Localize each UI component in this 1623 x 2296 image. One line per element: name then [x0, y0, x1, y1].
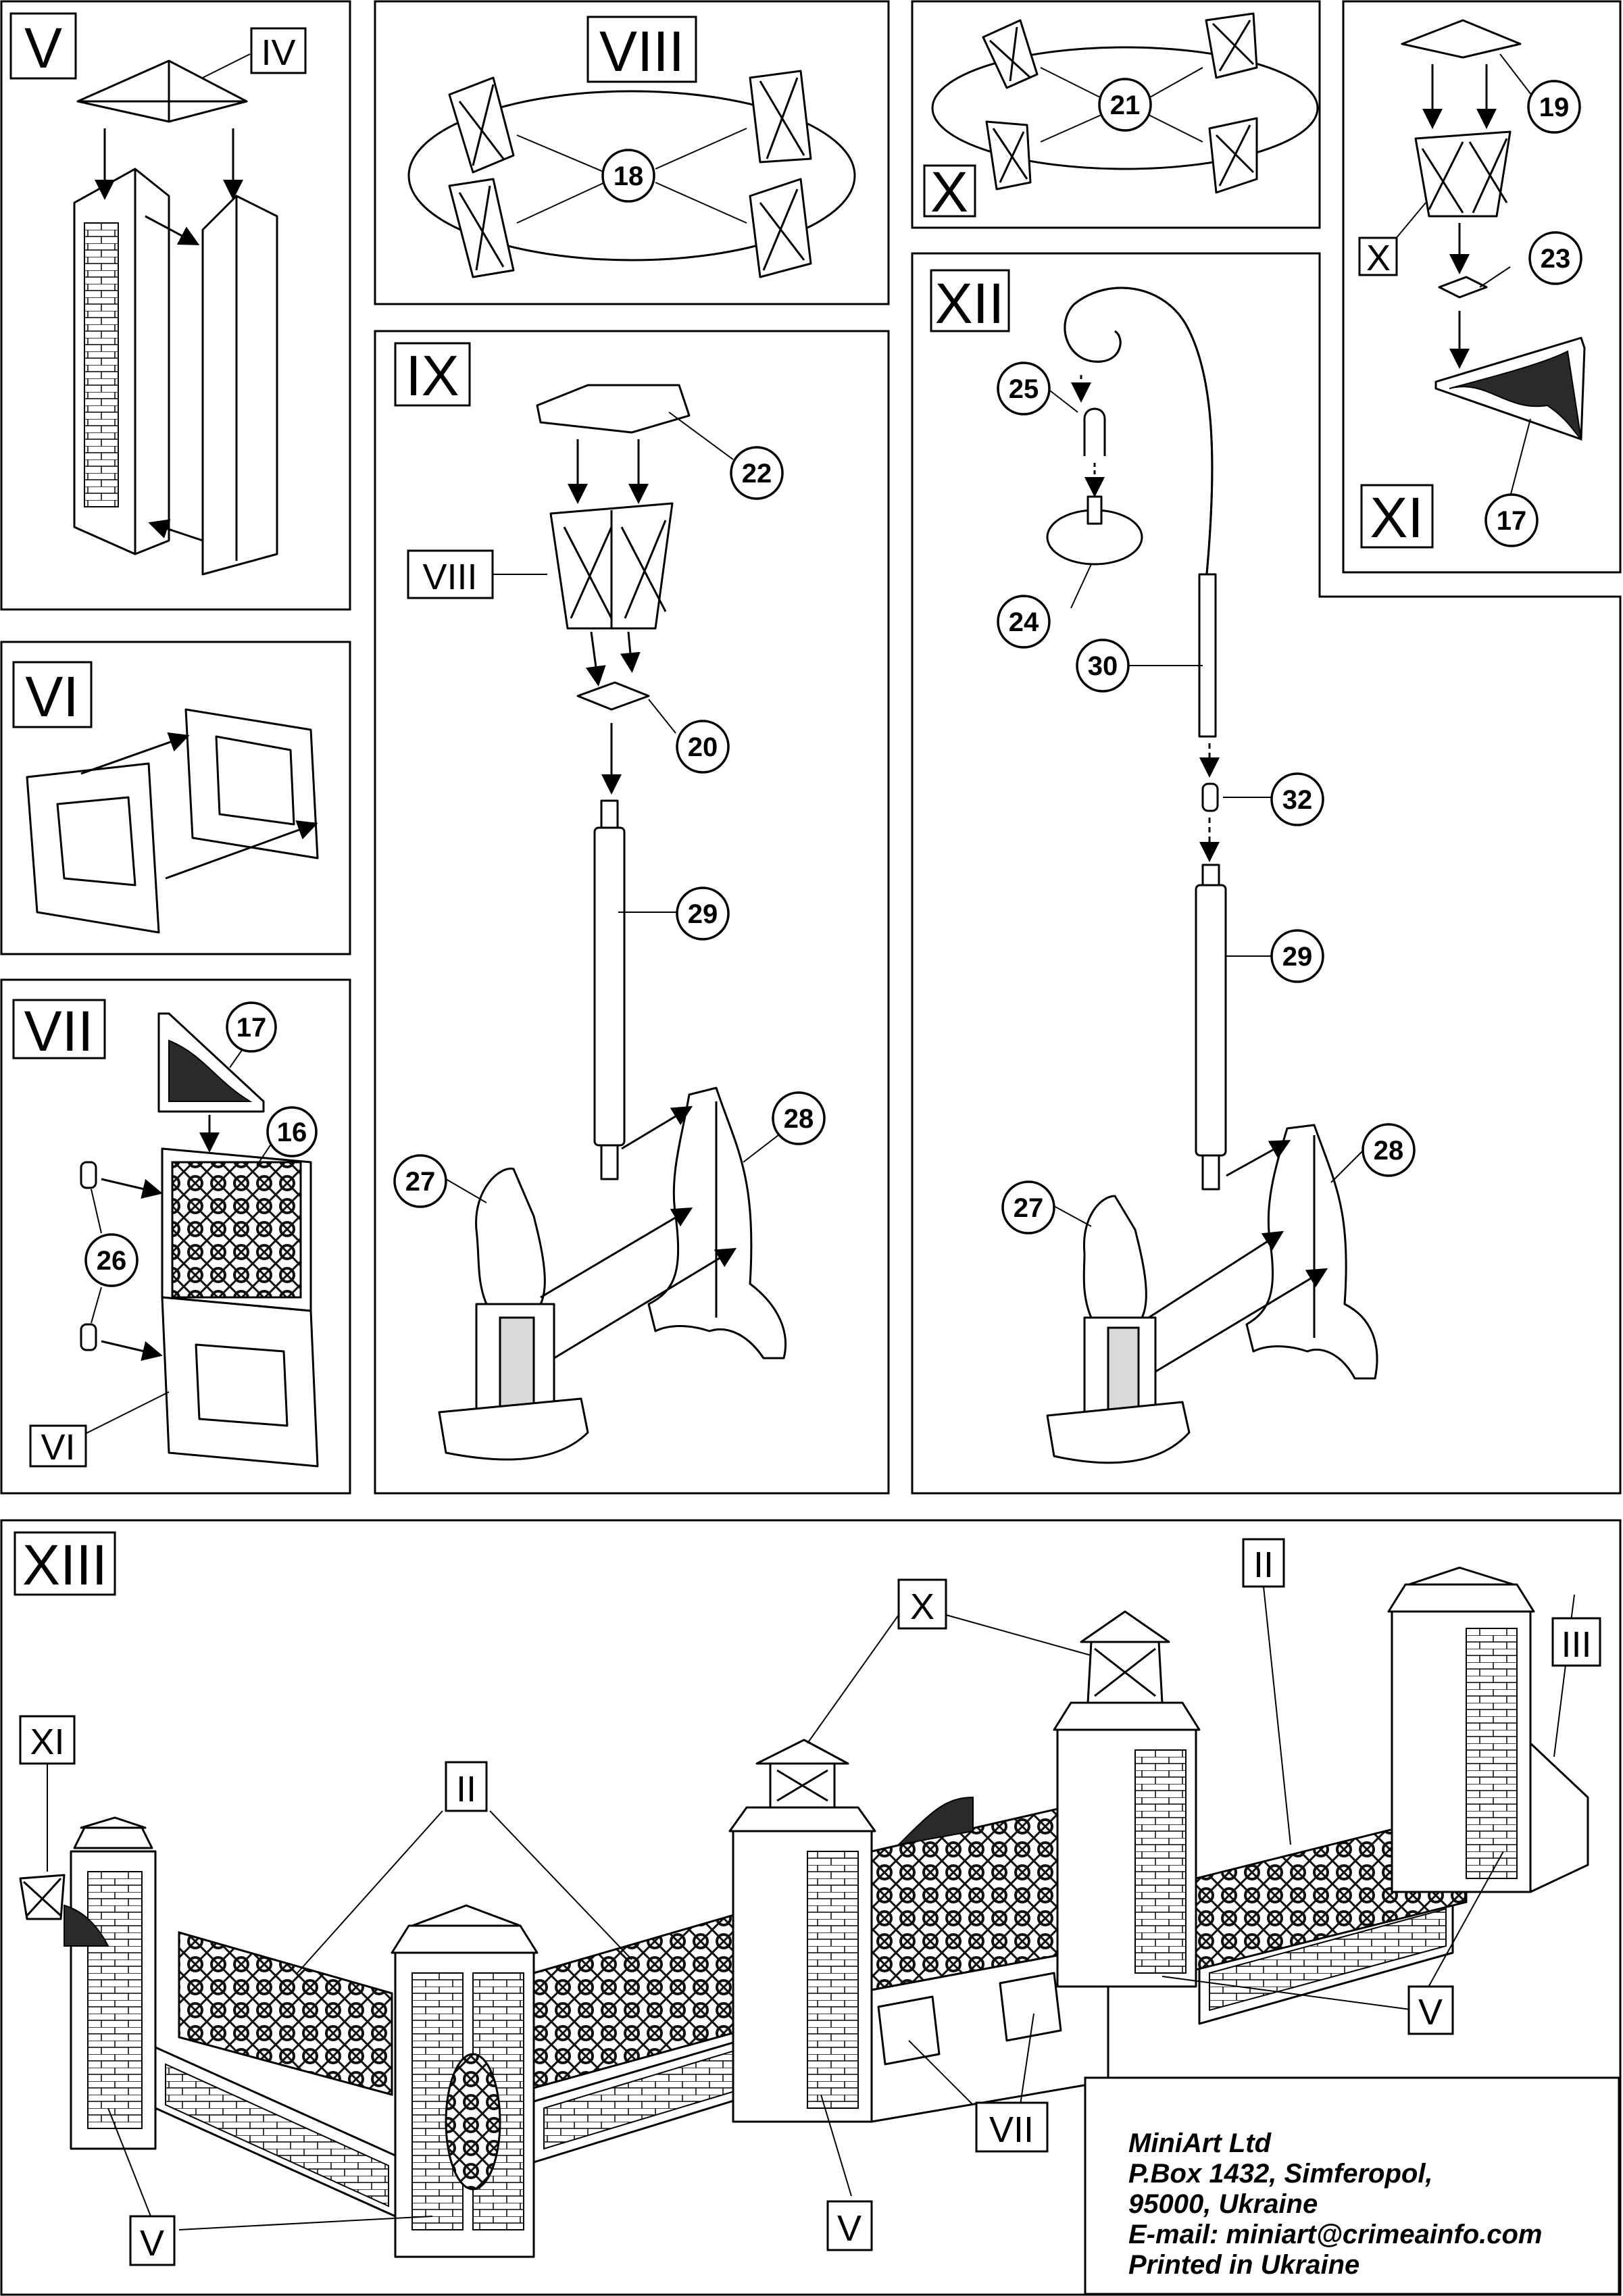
publisher-address-box: [1084, 2076, 1620, 2295]
part-24-label: 24: [1009, 607, 1039, 637]
label-vii-xiii: VII: [989, 2110, 1034, 2150]
label-ii-right: II: [1253, 1545, 1274, 1585]
step-xi-panel: 19 X 23 XI 17: [1342, 0, 1622, 574]
publisher-po-box: P.Box 1432, Simferopol,: [1128, 2159, 1433, 2189]
label-ii-left: II: [456, 1769, 476, 1810]
part-17-label-xi: 17: [1497, 506, 1527, 536]
step-vii-title: VII: [24, 999, 94, 1063]
step-xii-title: XII: [935, 272, 1005, 335]
pillar-gate-right: [1053, 1610, 1201, 1988]
part-28-label-ix: 28: [784, 1104, 814, 1134]
part-19-label: 19: [1539, 93, 1570, 122]
part-27-label-ix: 27: [405, 1167, 436, 1197]
step-xiii-title: XIII: [22, 1533, 107, 1597]
part-28-label-xii: 28: [1374, 1136, 1404, 1166]
step-vi-panel: VI: [0, 641, 351, 955]
label-x: X: [1366, 238, 1391, 278]
label-v-right: V: [1418, 1992, 1443, 2032]
pillar-gate-left: [728, 1739, 876, 2123]
part-29-label-ix: 29: [688, 899, 718, 929]
publisher-email: E-mail: miniart@crimeainfo.com: [1128, 2220, 1542, 2249]
step-vii-panel: VII VI 17 16 26: [0, 978, 351, 1495]
label-x-xiii: X: [910, 1587, 934, 1627]
pillar-far-right: [1387, 1566, 1589, 1893]
step-v-panel: V IV: [0, 0, 351, 611]
part-17-label: 17: [236, 1013, 267, 1043]
printed-in-note: Printed in Ukraine: [1128, 2250, 1359, 2280]
part-16-label: 16: [277, 1118, 307, 1147]
label-viii: VIII: [422, 557, 477, 597]
step-x-panel: 21 X: [911, 0, 1321, 229]
step-v-title: V: [24, 16, 62, 80]
label-iii: III: [1561, 1624, 1591, 1665]
step-viii-panel: VIII 18: [374, 0, 890, 305]
label-v-center: V: [837, 2208, 862, 2249]
label-vi: VI: [41, 1427, 75, 1468]
pillar-center-left: [391, 1904, 539, 2258]
step-ix-panel: IX VIII 22: [374, 330, 890, 1495]
part-29-label-xii: 29: [1282, 942, 1313, 972]
step-xi-title: XI: [1370, 486, 1423, 549]
step-viii-title: VIII: [599, 20, 684, 83]
step-xii-panel: XII 25: [911, 252, 1622, 1495]
label-iv: IV: [261, 32, 295, 73]
publisher-name: MiniArt Ltd: [1128, 2128, 1272, 2158]
part-20-label: 20: [688, 732, 718, 762]
part-26-label: 26: [97, 1246, 127, 1276]
part-30-label: 30: [1088, 651, 1118, 681]
label-xi-xiii: XI: [30, 1722, 64, 1762]
step-x-title: X: [930, 160, 968, 224]
part-21-label: 21: [1110, 91, 1141, 120]
lantern-panels-upper: [448, 70, 812, 278]
part-18-label: 18: [614, 161, 644, 191]
publisher-postal-code: 95000, Ukraine: [1128, 2189, 1318, 2219]
step-vi-title: VI: [25, 665, 78, 728]
step-ix-title: IX: [405, 344, 459, 407]
part-32-label: 32: [1282, 785, 1313, 815]
pillar-far-left: [70, 1816, 157, 2150]
part-27-label-xii: 27: [1014, 1193, 1044, 1223]
step-xiii-panel: XIII: [0, 1519, 1622, 2296]
label-v-left: V: [140, 2223, 164, 2264]
part-22-label: 22: [742, 459, 772, 489]
part-25-label: 25: [1009, 374, 1039, 404]
part-23-label: 23: [1541, 244, 1571, 274]
